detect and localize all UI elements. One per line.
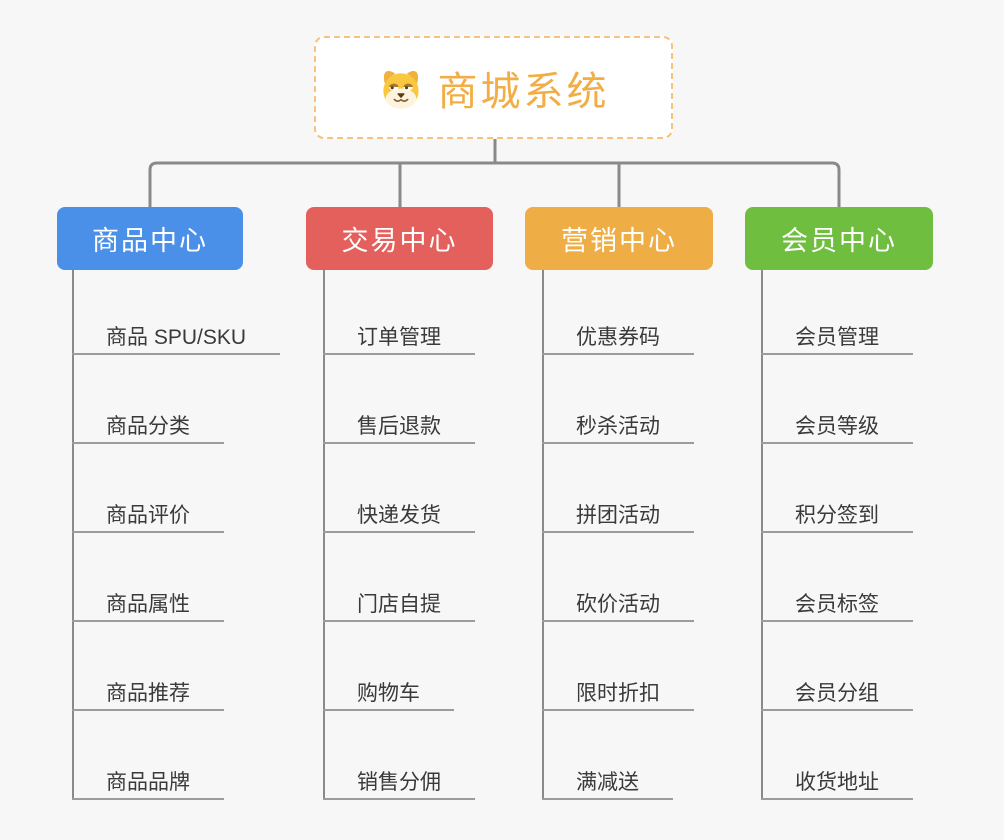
branch-item[interactable]: 门店自提 (323, 586, 475, 622)
branch-item[interactable]: 满减送 (542, 764, 673, 800)
branch-box-trade[interactable]: 交易中心 (306, 207, 493, 270)
branch-item[interactable]: 商品属性 (72, 586, 224, 622)
branch-label: 会员中心 (781, 226, 897, 256)
branch-box-products[interactable]: 商品中心 (57, 207, 243, 270)
dog-face-icon (382, 70, 419, 109)
branch-item[interactable]: 商品品牌 (72, 764, 224, 800)
branch-item[interactable]: 会员分组 (761, 675, 913, 711)
branch-item[interactable]: 会员等级 (761, 408, 913, 444)
branch-item[interactable]: 售后退款 (323, 408, 475, 444)
branch-box-marketing[interactable]: 营销中心 (525, 207, 713, 270)
trunk-line (761, 270, 763, 800)
branch-item[interactable]: 销售分佣 (323, 764, 475, 800)
branch-label: 营销中心 (561, 226, 677, 256)
trunk-line (542, 270, 544, 800)
branch-item[interactable]: 商品 SPU/SKU (72, 319, 281, 355)
branch-item[interactable]: 优惠券码 (542, 319, 694, 355)
branch-item[interactable]: 秒杀活动 (542, 408, 694, 444)
branch-item[interactable]: 商品推荐 (72, 675, 224, 711)
branch-item[interactable]: 收货地址 (761, 764, 913, 800)
branch-item[interactable]: 购物车 (323, 675, 454, 711)
root-title: 商城系统 (437, 69, 610, 114)
branch-box-members[interactable]: 会员中心 (745, 207, 933, 270)
branch-item[interactable]: 砍价活动 (542, 586, 694, 622)
branch-item[interactable]: 订单管理 (323, 319, 475, 355)
trunk-line (72, 270, 74, 800)
branch-label: 商品中心 (92, 226, 208, 256)
branch-item[interactable]: 商品评价 (72, 497, 224, 533)
branch-item[interactable]: 积分签到 (761, 497, 913, 533)
branch-item[interactable]: 限时折扣 (542, 675, 694, 711)
branch-item[interactable]: 拼团活动 (542, 497, 694, 533)
branch-label: 交易中心 (341, 226, 458, 256)
trunk-line (323, 270, 325, 800)
root-node[interactable]: 商城系统 (314, 36, 673, 139)
branch-item[interactable]: 会员管理 (761, 319, 913, 355)
branch-item[interactable]: 快递发货 (323, 497, 475, 533)
branch-item[interactable]: 会员标签 (761, 586, 913, 622)
branch-item[interactable]: 商品分类 (72, 408, 224, 444)
